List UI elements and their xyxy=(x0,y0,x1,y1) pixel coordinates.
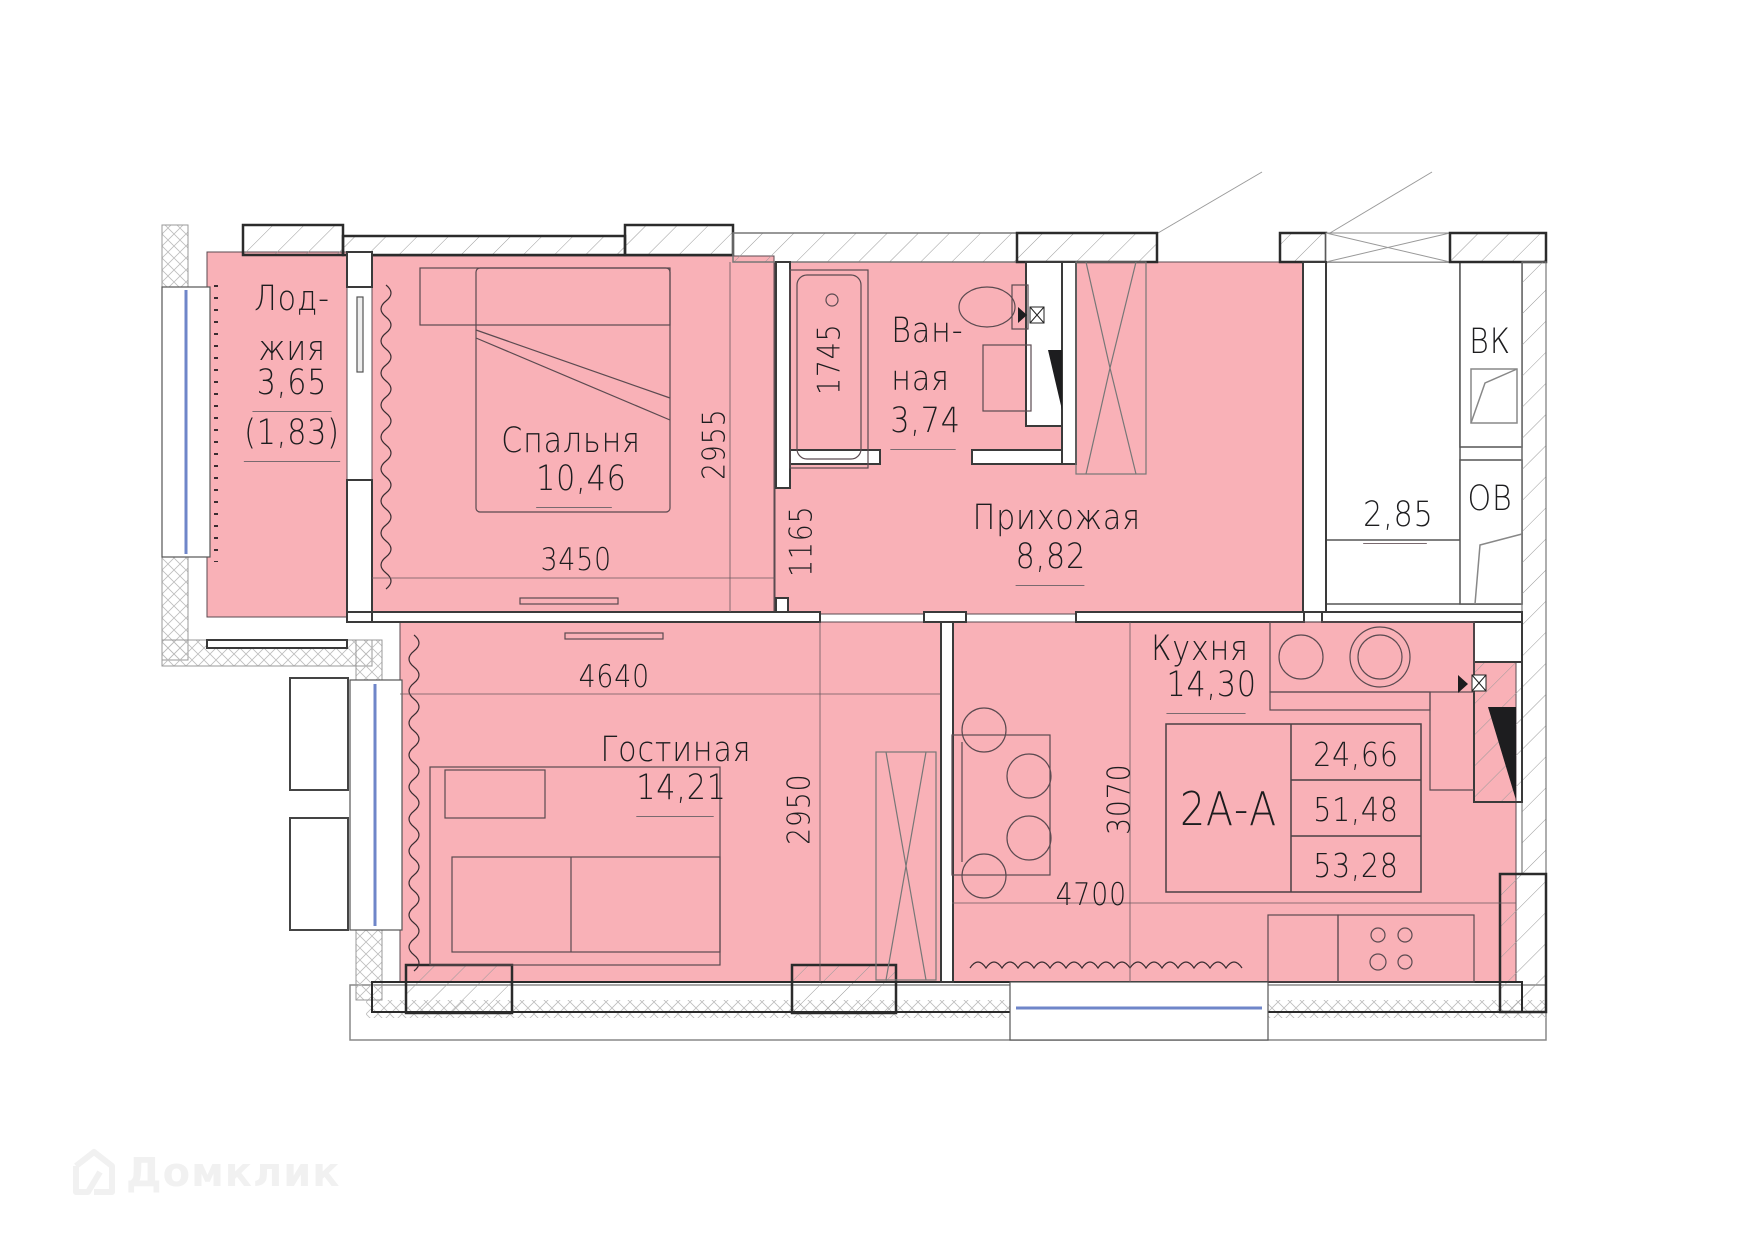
dimension-lines xyxy=(372,262,1516,982)
total-area-value: 51,48 xyxy=(1313,790,1399,829)
kitchen-label: Кухня xyxy=(1151,629,1249,669)
dim-hall-passage: 1165 xyxy=(783,505,820,577)
exterior-walls xyxy=(241,223,1548,1015)
bathroom-label-line1: Ван- xyxy=(891,311,964,351)
loggia-label-line1: Лод- xyxy=(254,279,330,319)
vent-shafts xyxy=(1018,306,1516,800)
dim-bedroom-depth: 2955 xyxy=(696,408,733,480)
bedroom-area: 10,46 xyxy=(536,462,626,508)
room-fills xyxy=(206,251,1517,983)
tv-living xyxy=(564,632,664,640)
house-logo-icon xyxy=(73,1149,115,1195)
windows xyxy=(161,286,1269,1041)
dim-kitchen-depth: 3070 xyxy=(1101,763,1138,835)
bedroom-label: Спальня xyxy=(501,421,641,461)
living-floor xyxy=(399,621,953,983)
living-room-area: 14,21 xyxy=(636,771,726,817)
bedroom-floor xyxy=(371,255,775,613)
furniture xyxy=(214,261,1475,983)
shaft-ov-label: ОВ xyxy=(1467,479,1513,519)
kitchen-area: 14,30 xyxy=(1166,668,1256,714)
utility-area: 2,85 xyxy=(1363,498,1433,544)
kitchen-floor xyxy=(951,621,1517,983)
loggia-label-line2: жия xyxy=(258,329,326,369)
curtain-kitchen xyxy=(969,961,1243,970)
total-area-with-loggia-value: 53,28 xyxy=(1313,846,1399,885)
loggia-area: 3,65 xyxy=(252,366,332,412)
living-area-value: 24,66 xyxy=(1313,735,1399,774)
dining-table xyxy=(951,734,1051,876)
sun-rays xyxy=(1157,171,1433,234)
watermark-text: Домклик xyxy=(126,1150,341,1196)
utility-room xyxy=(1325,261,1523,605)
dim-living-width: 4640 xyxy=(578,659,650,695)
curtain-living xyxy=(408,634,420,972)
bathtub xyxy=(789,269,869,469)
watermark: Домклик xyxy=(70,1148,340,1198)
living-room-label: Гостиная xyxy=(600,730,752,770)
dim-bath-length: 1745 xyxy=(811,323,848,395)
loggia-reduced-area: (1,83) xyxy=(243,416,341,462)
wardrobe-living xyxy=(875,751,937,981)
hallway-area: 8,82 xyxy=(1015,540,1085,586)
toilet xyxy=(958,286,1016,328)
apartment-code-table xyxy=(1165,723,1422,893)
hallway-label: Прихожая xyxy=(972,498,1141,538)
dim-bedroom-width: 3450 xyxy=(540,542,612,578)
curtain-bedroom xyxy=(380,284,392,590)
interior-partitions xyxy=(206,251,1523,983)
bathroom-area: 3,74 xyxy=(890,404,960,450)
apartment-code: 2А-А xyxy=(1179,782,1278,836)
bath-sink xyxy=(982,344,1032,412)
tv-bedroom xyxy=(519,597,619,605)
dim-living-depth: 2950 xyxy=(781,773,818,845)
bathroom-label-line2: ная xyxy=(891,359,950,399)
shaft-vk-label: ВК xyxy=(1469,322,1511,362)
wardrobe-hall xyxy=(1075,261,1147,475)
dim-kitchen-width: 4700 xyxy=(1055,877,1127,913)
